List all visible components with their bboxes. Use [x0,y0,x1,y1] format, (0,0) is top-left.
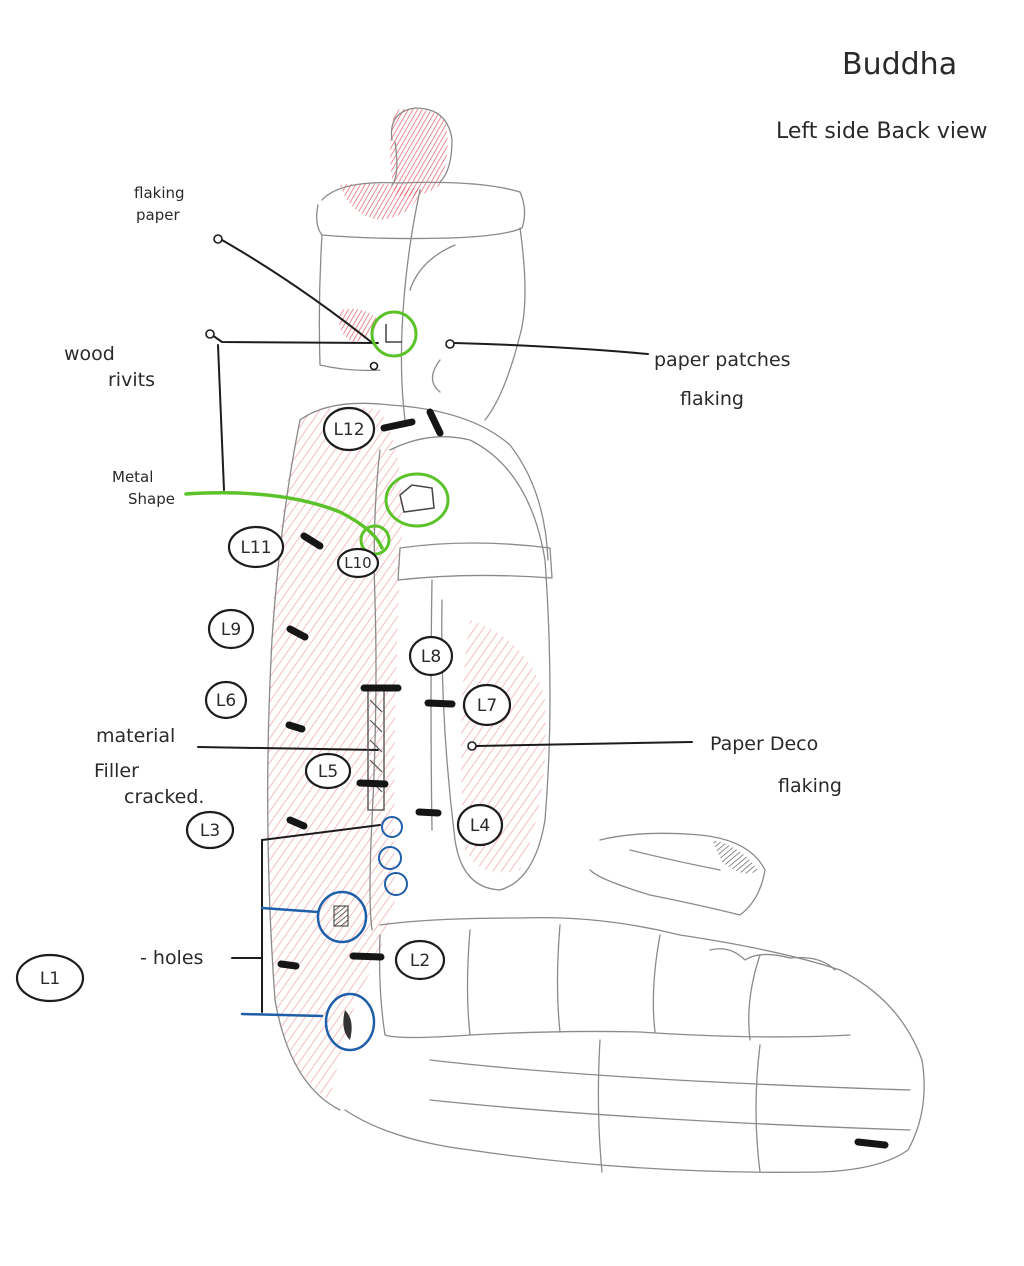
annotation-flaking-paper: flaking paper [134,184,185,224]
sketch-title: Buddha [842,47,957,82]
svg-text:L5: L5 [318,762,338,782]
annotation-metal-shape: Metal Shape [112,468,175,508]
tag-l7: L7 [462,683,512,727]
svg-text:L10: L10 [344,554,371,572]
tag-l9: L9 [207,608,255,650]
svg-text:L7: L7 [477,696,497,716]
tag-l8: L8 [408,635,454,677]
svg-text:material: material [96,725,175,747]
annotation-wood-rivits: wood rivits [64,343,155,391]
svg-text:flaking: flaking [134,184,185,202]
tag-l10: L10 [336,547,380,579]
location-tags: L1 L2 L3 L4 L5 L6 L7 L8 [15,406,512,1003]
tag-l5: L5 [304,752,352,790]
svg-text:flaking: flaking [778,775,842,797]
svg-text:paper patches: paper patches [654,349,791,371]
tag-l4: L4 [456,803,504,847]
svg-text:cracked.: cracked. [124,786,204,808]
svg-text:- holes: - holes [140,947,203,969]
svg-text:Metal: Metal [112,468,153,486]
svg-text:L12: L12 [333,420,364,440]
metal-shape-markings [184,310,450,556]
svg-text:L3: L3 [200,821,220,841]
svg-text:paper: paper [136,206,180,224]
tag-l11: L11 [227,525,285,569]
sketch-subtitle: Left side Back view [776,119,988,144]
tag-l6: L6 [204,680,248,720]
svg-text:Paper Deco: Paper Deco [710,733,818,755]
svg-text:flaking: flaking [680,388,744,410]
svg-text:L8: L8 [421,647,441,667]
annotation-paper-deco: Paper Deco flaking [710,733,842,797]
svg-text:L6: L6 [216,691,236,711]
holes-markings [240,816,408,1052]
annotation-holes: - holes [140,947,203,969]
svg-text:Shape: Shape [128,490,175,508]
tag-l12: L12 [322,406,376,452]
svg-text:L2: L2 [410,951,430,971]
svg-text:L4: L4 [470,816,490,836]
annotation-paper-patches: paper patches flaking [654,349,791,410]
svg-text:L9: L9 [221,620,241,640]
annotation-material-filler: material Filler cracked. [94,725,204,808]
svg-text:Filler: Filler [94,760,139,782]
tag-l2: L2 [394,939,446,981]
svg-text:L1: L1 [40,969,60,989]
svg-text:wood: wood [64,343,115,365]
leader-lines [197,234,693,1013]
tag-l3: L3 [185,810,235,850]
svg-text:L11: L11 [240,538,271,558]
svg-text:rivits: rivits [108,369,155,391]
location-dash-marks [277,408,889,1149]
tag-l1: L1 [15,953,85,1003]
